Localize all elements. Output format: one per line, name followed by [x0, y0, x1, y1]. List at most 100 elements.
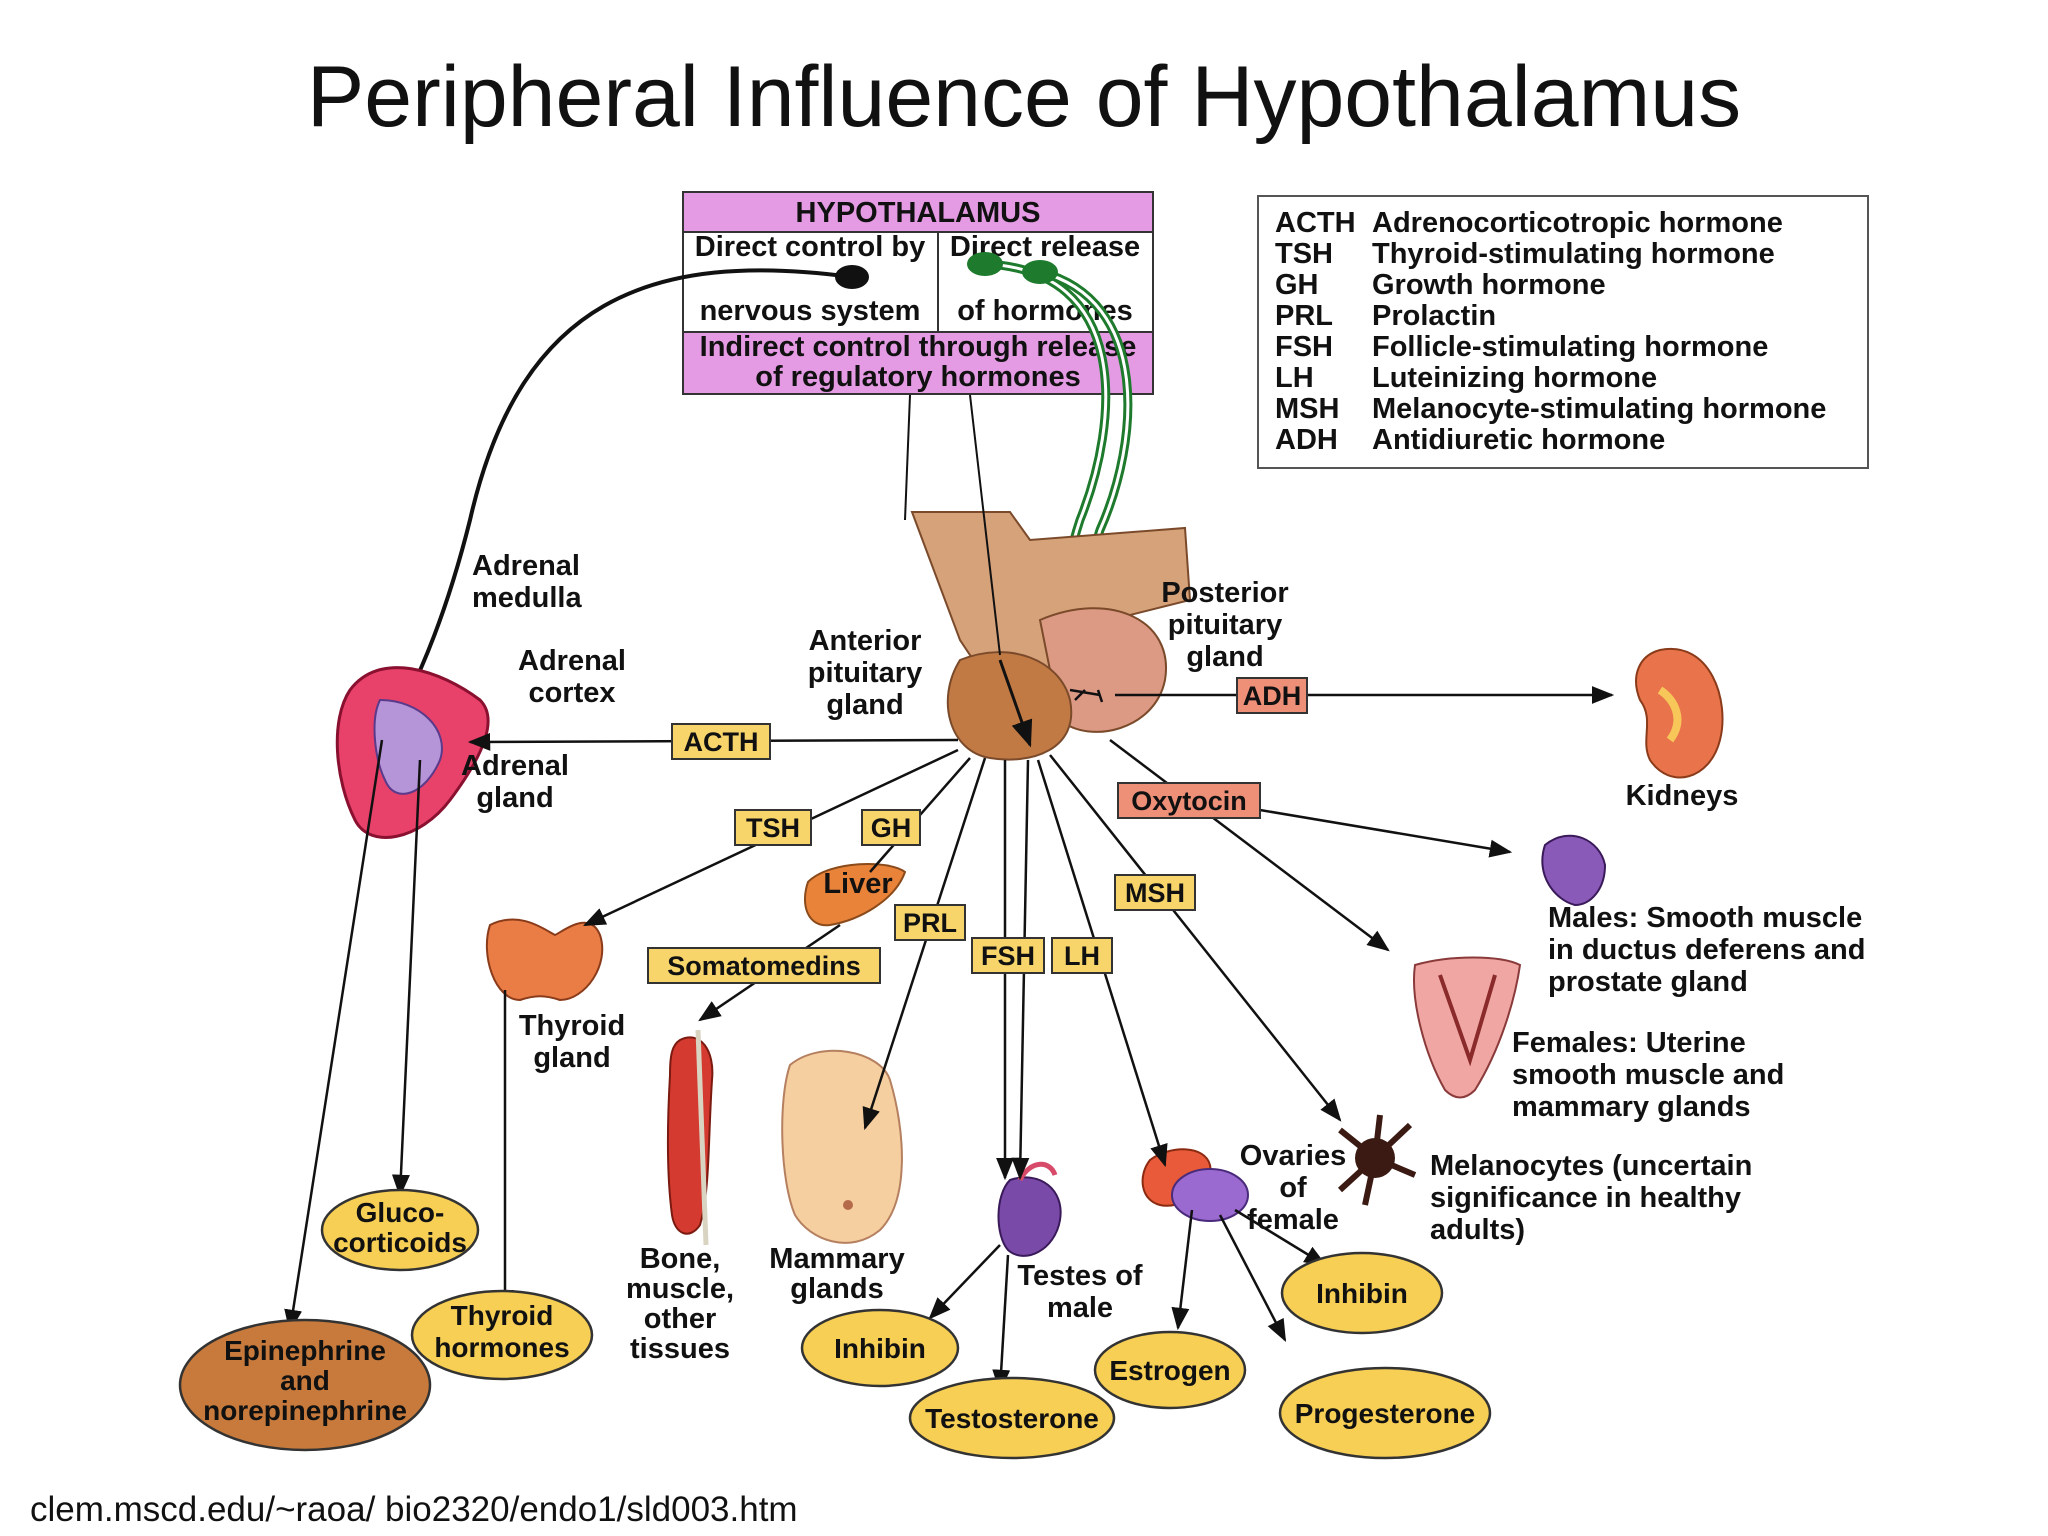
label-adrenal-medulla-2: medulla: [472, 582, 582, 614]
uterus-icon: [1413, 956, 1522, 1099]
adrenal-gland-icon: [335, 666, 490, 839]
legend-abbr: TSH: [1275, 238, 1333, 270]
ovary-icon: [1141, 1148, 1249, 1222]
oval-progesterone: Progesterone: [1295, 1398, 1476, 1429]
label-adrenal-medulla-1: Adrenal: [472, 550, 580, 582]
legend-abbr: FSH: [1275, 331, 1333, 363]
tag-prl: PRL: [903, 908, 957, 938]
label-ovaries-1: Ovaries: [1240, 1140, 1346, 1172]
legend-name: Melanocyte-stimulating hormone: [1372, 393, 1826, 425]
prostate-icon: [1541, 834, 1607, 907]
label-ovaries-3: female: [1247, 1204, 1339, 1236]
label-kidneys: Kidneys: [1626, 780, 1739, 812]
legend-name: Thyroid-stimulating hormone: [1372, 238, 1775, 270]
legend-abbr: ACTH: [1275, 207, 1356, 239]
structure-labels: Adrenal medulla Adrenal cortex Adrenal g…: [461, 550, 1865, 1365]
legend-name: Follicle-stimulating hormone: [1372, 331, 1768, 363]
muscle-bone-icon: [667, 1029, 714, 1246]
legend-name: Luteinizing hormone: [1372, 362, 1657, 394]
oval-epinephrine-2: and: [280, 1365, 330, 1396]
label-posterior-2: pituitary: [1168, 609, 1282, 641]
pituitary-gland-shape: [904, 394, 1192, 761]
label-bone-3: other: [644, 1303, 717, 1335]
label-anterior-1: Anterior: [809, 625, 922, 657]
oval-thyroid-hormones-1: Thyroid: [451, 1300, 554, 1331]
label-thyroid-1: Thyroid: [519, 1010, 625, 1042]
product-ovals: Gluco- corticoids Thyroid hormones Epine…: [178, 1188, 1492, 1460]
legend-name: Antidiuretic hormone: [1372, 424, 1665, 456]
melanocyte-icon: [1337, 1114, 1417, 1206]
direct-control-line2: nervous system: [700, 295, 921, 327]
legend-name: Prolactin: [1372, 300, 1496, 332]
legend-name: Adrenocorticotropic hormone: [1372, 207, 1783, 239]
oval-inhibin-ovaries: Inhibin: [1316, 1278, 1408, 1309]
label-anterior-2: pituitary: [808, 657, 922, 689]
legend-abbr: ADH: [1275, 424, 1338, 456]
label-anterior-3: gland: [826, 689, 903, 721]
oval-testosterone: Testosterone: [925, 1403, 1099, 1434]
label-bone-4: tissues: [630, 1333, 730, 1365]
label-males-3: prostate gland: [1548, 966, 1748, 998]
label-males-2: in ductus deferens and: [1548, 934, 1865, 966]
legend-abbr: GH: [1275, 269, 1319, 301]
source-url: clem.mscd.edu/~raoa/ bio2320/endo1/sld00…: [30, 1490, 798, 1529]
label-females-2: smooth muscle and: [1512, 1059, 1784, 1091]
label-adrenal-gland-1: Adrenal: [461, 750, 569, 782]
mammary-icon: [781, 1049, 903, 1244]
label-bone-1: Bone,: [640, 1243, 721, 1275]
oval-epinephrine-1: Epinephrine: [224, 1335, 386, 1366]
indirect-control-line2: of regulatory hormones: [755, 361, 1081, 393]
legend-abbr: PRL: [1275, 300, 1333, 332]
page-title: Peripheral Influence of Hypothalamus: [306, 49, 1742, 145]
label-testes-1: Testes of: [1017, 1260, 1143, 1292]
legend-name: Growth hormone: [1372, 269, 1606, 301]
label-liver: Liver: [823, 868, 892, 900]
oval-thyroid-hormones-2: hormones: [434, 1332, 569, 1363]
tag-lh: LH: [1064, 941, 1100, 971]
legend-abbr: LH: [1275, 362, 1314, 394]
hypothalamus-header: HYPOTHALAMUS: [796, 197, 1041, 229]
tag-fsh: FSH: [981, 941, 1035, 971]
label-thyroid-2: gland: [533, 1042, 610, 1074]
label-testes-2: male: [1047, 1292, 1113, 1324]
tag-tsh: TSH: [746, 813, 800, 843]
tag-oxytocin: Oxytocin: [1131, 786, 1247, 816]
nerve-cell-body: [835, 265, 869, 289]
label-melanocytes-3: adults): [1430, 1214, 1525, 1246]
label-females-1: Females: Uterine: [1512, 1027, 1746, 1059]
tag-acth: ACTH: [684, 727, 759, 757]
thyroid-icon: [485, 918, 604, 1002]
testes-icon: [997, 1161, 1062, 1257]
tag-adh: ADH: [1243, 681, 1302, 711]
label-adrenal-cortex-2: cortex: [528, 677, 615, 709]
label-mammary-1: Mammary: [769, 1243, 904, 1275]
indirect-control-line1: Indirect control through release: [700, 331, 1137, 363]
label-mammary-2: glands: [790, 1273, 883, 1305]
label-ovaries-2: of: [1279, 1172, 1307, 1204]
oval-glucocorticoids-2: corticoids: [333, 1227, 467, 1258]
tag-gh: GH: [871, 813, 912, 843]
oval-glucocorticoids-1: Gluco-: [356, 1197, 445, 1228]
oval-epinephrine-3: norepinephrine: [203, 1395, 407, 1426]
direct-control-line1: Direct control by: [695, 231, 925, 263]
label-posterior-1: Posterior: [1161, 577, 1288, 609]
legend-abbr: MSH: [1275, 393, 1339, 425]
label-males-1: Males: Smooth muscle: [1548, 902, 1862, 934]
kidney-icon: [1635, 647, 1724, 779]
label-adrenal-cortex-1: Adrenal: [518, 645, 626, 677]
liver-icon: [804, 863, 907, 927]
tag-msh: MSH: [1125, 878, 1185, 908]
label-adrenal-gland-2: gland: [476, 782, 553, 814]
oval-estrogen: Estrogen: [1109, 1355, 1230, 1386]
oval-inhibin-testes: Inhibin: [834, 1333, 926, 1364]
label-females-3: mammary glands: [1512, 1091, 1751, 1123]
label-melanocytes-1: Melanocytes (uncertain: [1430, 1150, 1752, 1182]
label-posterior-3: gland: [1186, 641, 1263, 673]
label-melanocytes-2: significance in healthy: [1430, 1182, 1741, 1214]
hormone-tags: ACTH ADH TSH GH PRL Somatomedins FSH LH …: [647, 677, 1308, 984]
tag-somatomedins: Somatomedins: [667, 951, 861, 981]
label-bone-2: muscle,: [626, 1273, 734, 1305]
